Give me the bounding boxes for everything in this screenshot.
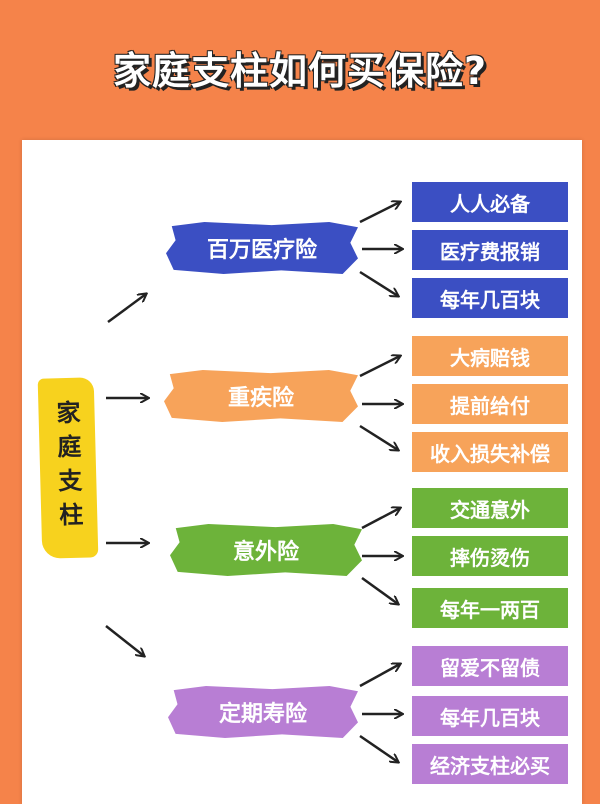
leaf-critical-1: 大病赔钱	[412, 336, 568, 376]
root-node-label: 家庭支柱	[51, 399, 84, 537]
arrow-accident-item-3	[361, 576, 398, 604]
leaf-medical-3: 每年几百块	[412, 278, 568, 318]
leaf-accident-1: 交通意外	[412, 488, 568, 528]
leaf-accident-3: 每年一两百	[412, 588, 568, 628]
arrow-critical-item-1	[359, 356, 400, 378]
arrow-term-life-item-3	[359, 734, 398, 762]
leaf-medical-2: 医疗费报销	[412, 230, 568, 270]
category-label: 重疾险	[227, 386, 294, 411]
leaf-term-life-2: 每年几百块	[412, 696, 568, 736]
arrow-medical-item-1	[359, 202, 400, 224]
category-term-life: 定期寿险	[168, 686, 358, 738]
leaf-critical-3: 收入损失补偿	[412, 432, 568, 472]
leaf-term-life-3: 经济支柱必买	[412, 744, 568, 784]
category-medical-insurance: 百万医疗险	[166, 222, 358, 274]
category-label: 意外险	[232, 540, 299, 565]
root-node-family-pillar: 家庭支柱	[37, 377, 99, 559]
arrow-accident-item-1	[361, 508, 400, 530]
category-critical-illness: 重疾险	[164, 370, 358, 422]
leaf-term-life-1: 留爱不留债	[412, 646, 568, 686]
arrow-term-life-item-1	[359, 664, 400, 688]
leaf-medical-1: 人人必备	[412, 182, 568, 222]
category-accident-insurance: 意外险	[170, 524, 362, 576]
arrow-root-to-medical	[107, 294, 146, 324]
leaf-accident-2: 摔伤烫伤	[412, 536, 568, 576]
category-label: 百万医疗险	[206, 238, 317, 263]
leaf-critical-2: 提前给付	[412, 384, 568, 424]
arrow-medical-item-3	[359, 270, 398, 296]
page-title: 家庭支柱如何买保险?	[112, 49, 488, 93]
arrow-root-to-term-life	[105, 625, 144, 656]
arrow-critical-item-3	[359, 424, 398, 450]
category-label: 定期寿险	[218, 702, 307, 727]
